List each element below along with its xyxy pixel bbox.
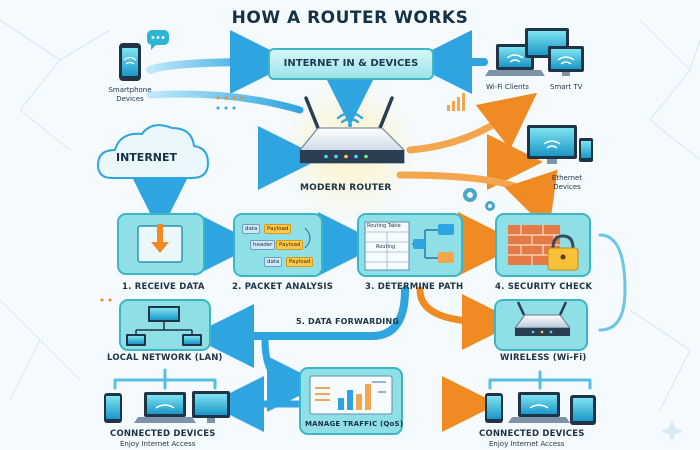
step-analysis-label: 2. PACKET ANALYSIS [232,282,334,292]
packet-payload-3: Payload [286,257,314,267]
lan-label: LOCAL NETWORK (LAN) [107,353,223,363]
arrow-router-to-security [396,169,558,232]
internet-devices-box: INTERNET IN & DEVICES [268,48,434,80]
left-connected-sub: Enjoy Internet Access [120,440,196,448]
step-determine-label: 3. DETERMINE PATH [365,282,464,292]
right-tablet-icon [570,395,596,425]
packet-data-1: data [242,224,261,234]
arrow-forwarding-to-wifi [416,286,518,350]
routing-label: Routing [376,244,396,250]
qos-label: MANAGE TRAFFIC (QoS) [305,420,404,428]
gear-icon [463,188,495,211]
right-connected-sub: Enjoy Internet Access [489,440,565,448]
packet-data-2: data [264,257,283,267]
smartphone-label: Smartphone Devices [108,86,152,103]
page-title: HOW A ROUTER WORKS [231,8,469,28]
left-monitor-icon [192,391,230,423]
internet-cloud-icon [96,124,210,179]
right-phone-icon [485,393,503,423]
left-connected-title: CONNECTED DEVICES [110,429,216,439]
flow-arrows [113,30,627,432]
arrow-phone-to-top [146,30,294,95]
wifi-network-box [494,299,588,351]
router-icon [299,96,405,164]
internet-devices-label: INTERNET IN & DEVICES [283,58,419,69]
left-laptop-icon [134,392,196,423]
sparkle-icon [661,420,683,442]
wifi-label: WIRELESS (Wi-Fi) [500,353,587,363]
lan-branches [113,368,217,390]
left-phone-icon [104,393,122,423]
wifi-clients-label: Wi-Fi Clients [486,83,529,91]
arrow-phone-to-router [146,90,304,114]
smartphone-icon [119,43,141,81]
step-receive-box [117,213,205,275]
background-network [0,19,700,411]
arrow-to-qos [261,336,323,412]
chat-bubble-icon [147,30,169,50]
laptop-icon [485,44,545,76]
step-security-label: 4. SECURITY CHECK [495,282,593,292]
arrow-router-to-wifi-clients [406,92,538,154]
right-connected-title: CONNECTED DEVICES [479,429,585,439]
arrow-security-to-wifi [598,233,627,332]
qos-box [299,367,403,435]
internet-label: INTERNET [116,151,178,164]
step-security-box [495,213,591,277]
step-receive-label: 1. RECEIVE DATA [122,282,205,292]
arrow-forwarding-to-lan [190,286,409,368]
packet-header: header [250,240,276,250]
wifi-branches [488,370,592,390]
packet-payload-1: Payload [264,224,292,234]
packet-payload-2: Payload [276,240,304,250]
smart-tv-label: Smart TV [550,83,583,91]
routing-table-label: Routing Table [367,223,401,229]
lan-box [119,299,211,351]
ethernet-monitor-icon [527,125,593,164]
signal-bars-icon [447,93,465,111]
ethernet-label: Ethernet Devices [551,174,583,191]
right-laptop-icon [508,392,570,423]
step-forwarding-label: 5. DATA FORWARDING [296,317,400,326]
packet-dots [100,96,244,302]
smart-tv-icon [525,28,584,76]
router-label: MODERN ROUTER [300,183,392,193]
step-determine-box [357,213,463,277]
